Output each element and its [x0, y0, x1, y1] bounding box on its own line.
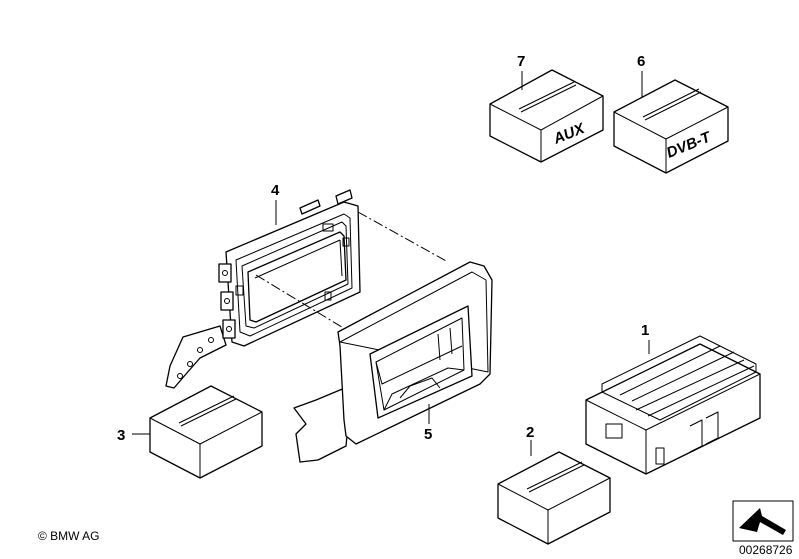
- callout-5: 5: [424, 426, 432, 443]
- callout-2: 2: [526, 424, 534, 441]
- callout-3: 3: [117, 427, 125, 444]
- callout-7: 7: [517, 53, 525, 70]
- part-4-display-bracket: [165, 189, 361, 389]
- part-6-dvbt-box: DVB-T: [613, 79, 729, 174]
- callout-1: 1: [641, 322, 649, 339]
- part-1-main-unit: [585, 335, 761, 475]
- orientation-arrow-icon: [732, 500, 794, 542]
- copyright-text: © BMW AG: [38, 529, 100, 543]
- part-2-box: [497, 451, 611, 545]
- alignment-line-lower: [255, 274, 356, 336]
- callout-4: 4: [271, 182, 280, 199]
- part-7-aux-box: AUX: [489, 69, 604, 163]
- part-3-box: [149, 385, 263, 479]
- diagram-number: 00268726: [739, 543, 793, 557]
- part-5-console-bezel: [293, 261, 493, 463]
- alignment-line-upper: [357, 211, 449, 263]
- callout-6: 6: [637, 53, 645, 70]
